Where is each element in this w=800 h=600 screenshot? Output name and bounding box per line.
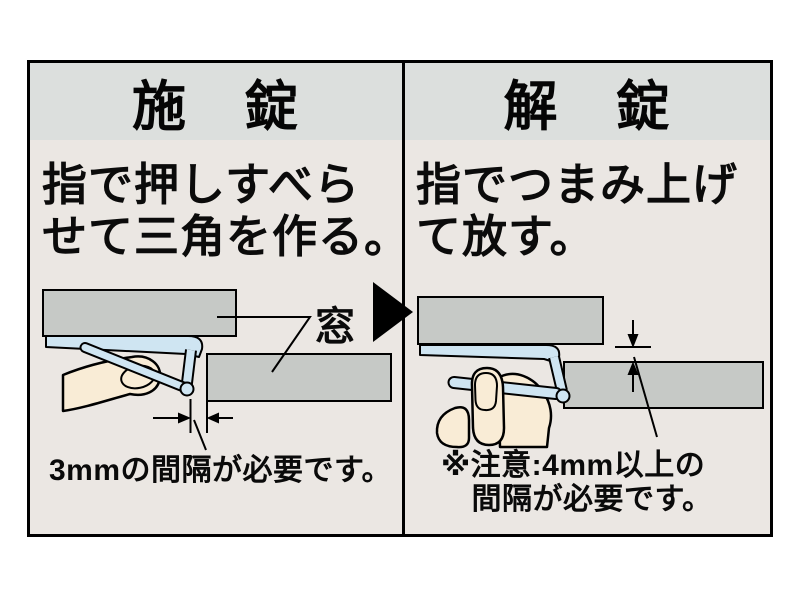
lock-header-label: 施 錠 bbox=[132, 77, 300, 137]
unlock-header-label: 解 錠 bbox=[503, 77, 672, 137]
window-label: 窓 bbox=[315, 305, 355, 349]
instruction-card: 施 錠 解 錠 指で押しすべら せて三角を作る。 指でつまみ上げ て放す。 窓 … bbox=[27, 60, 773, 537]
unlock-instruction-text: 指でつまみ上げ て放す。 bbox=[416, 159, 739, 262]
panel-divider bbox=[402, 63, 405, 534]
lock-header: 施 錠 bbox=[30, 63, 402, 140]
header-band bbox=[30, 63, 770, 140]
lock-instruction-text: 指で押しすべら せて三角を作る。 bbox=[42, 159, 411, 262]
unlock-gap-note: ※注意:4mm以上の 間隔が必要です。 bbox=[441, 449, 713, 516]
lock-gap-note: 3mmの間隔が必要です。 bbox=[49, 454, 393, 487]
unlock-header: 解 錠 bbox=[405, 63, 770, 140]
